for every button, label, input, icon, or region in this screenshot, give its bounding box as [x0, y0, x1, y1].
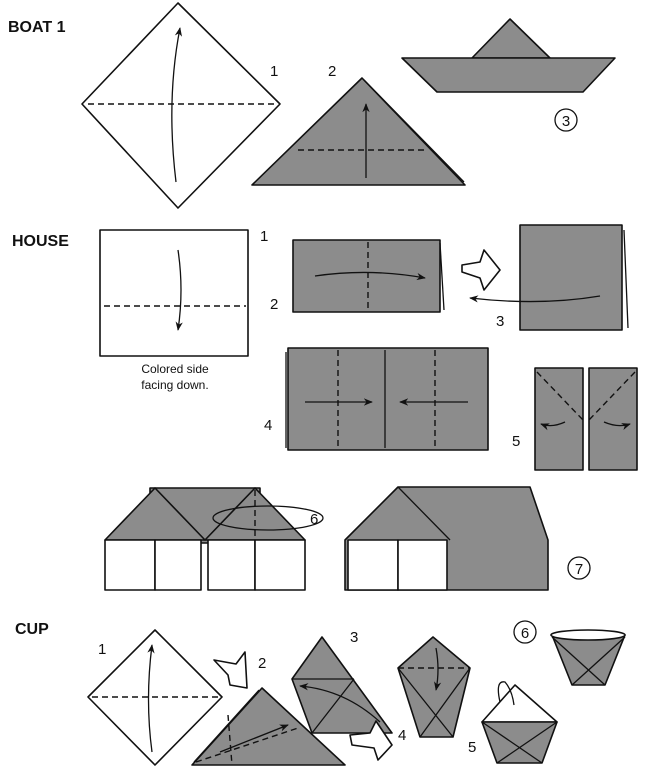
cup-step-4: 4 [397, 636, 471, 744]
house-step-3: 3 [469, 224, 629, 331]
step-number: 7 [575, 561, 583, 578]
step-number: 4 [264, 417, 272, 434]
step-number: 1 [270, 63, 278, 80]
boat-step-2: 2 [251, 63, 466, 186]
caption: Colored side [141, 362, 209, 376]
fold-up-arrow-icon [171, 27, 183, 183]
boat-step-3: 3 [401, 18, 616, 132]
cup-section: CUP 1 2 3 4 [15, 620, 626, 766]
squash-arrow-icon [540, 421, 566, 431]
fold-behind-arrow-icon [469, 295, 601, 303]
fold-up-arrow-icon [147, 644, 155, 753]
step-circle [513, 620, 537, 644]
cup-step-3: 3 [291, 629, 393, 734]
house-step-7: 7 [344, 486, 591, 591]
turn-arrow-icon [213, 651, 248, 689]
cup-step-1: 1 [87, 629, 223, 766]
house-step-4: 4 [264, 347, 489, 451]
squash-arrow-icon [603, 421, 631, 431]
fold-right-arrow-icon [314, 271, 426, 281]
step-circle [567, 556, 591, 580]
step-number: 2 [270, 296, 278, 313]
cup-step-5: 5 [468, 681, 558, 764]
step-number: 6 [310, 511, 318, 528]
turn-over-arrow-icon [349, 720, 393, 761]
step-number: 3 [496, 313, 504, 330]
house-step-2: 2 [270, 239, 445, 313]
step-number: 3 [350, 629, 358, 646]
cup-step-6: 6 [513, 620, 626, 686]
cup-title: CUP [15, 621, 49, 638]
rotate-arrow-icon [212, 505, 324, 531]
step-circle [554, 108, 578, 132]
cup-step-2: 2 [191, 655, 346, 766]
boat-title: BOAT 1 [8, 19, 66, 36]
step-number: 5 [512, 433, 520, 450]
tuck-arrow-icon [497, 681, 515, 706]
step-number: 1 [260, 228, 268, 245]
step-number: 2 [258, 655, 266, 672]
caption: facing down. [141, 378, 208, 392]
boat-section: BOAT 1 1 2 3 [8, 2, 616, 209]
step-number: 3 [562, 113, 570, 130]
step-number: 6 [521, 625, 529, 642]
boat-step-1: 1 [81, 2, 281, 209]
step-number: 2 [328, 63, 336, 80]
fold-down-arrow-icon [175, 249, 183, 331]
fold-down-arrow-icon [434, 647, 442, 691]
house-section: HOUSE 1 Colored side facing down. 2 3 [12, 224, 638, 591]
turn-over-arrow-icon [461, 249, 501, 291]
house-step-1: 1 Colored side facing down. [99, 228, 268, 392]
house-step-5: 5 [512, 367, 638, 471]
fold-arrow-icon [219, 724, 289, 753]
step-number: 4 [398, 727, 406, 744]
house-title: HOUSE [12, 233, 69, 250]
house-step-6: 6 [104, 487, 324, 591]
fold-arrow-icon [299, 683, 381, 723]
step-number: 1 [98, 641, 106, 658]
step-number: 5 [468, 739, 476, 756]
